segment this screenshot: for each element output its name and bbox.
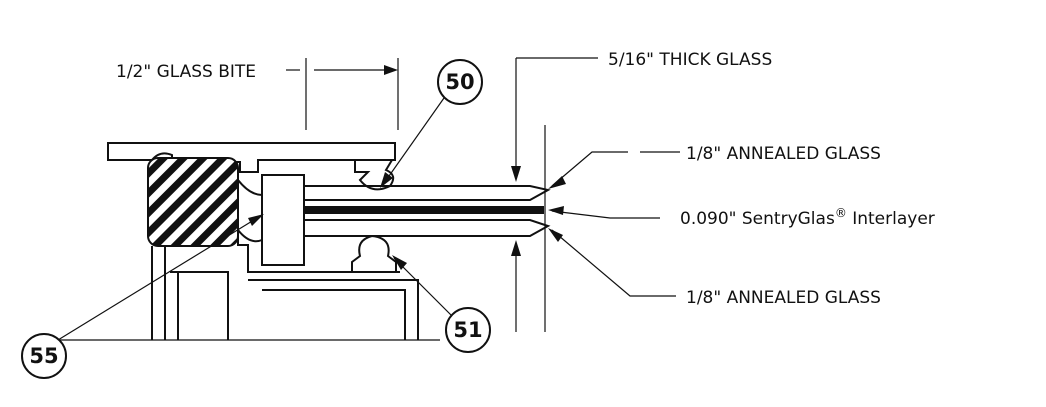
interlayer-leader bbox=[551, 210, 660, 219]
top-glass-pane bbox=[304, 185, 551, 201]
hatched-gasket bbox=[147, 157, 239, 247]
callout-55-number: 55 bbox=[29, 344, 58, 368]
callout-50-leader bbox=[381, 97, 445, 187]
bottom-glass-pane bbox=[304, 219, 551, 237]
callout-55-arrow bbox=[248, 214, 264, 226]
callout-55-leader bbox=[57, 214, 263, 341]
frame-left-wall bbox=[151, 246, 166, 340]
annealed-top-label: 1/8" ANNEALED GLASS bbox=[686, 144, 881, 164]
annealed-bottom-label: 1/8" ANNEALED GLASS bbox=[686, 288, 881, 308]
bottom-gasket bbox=[351, 234, 397, 272]
callout-55-circle bbox=[21, 333, 67, 379]
annealed-top-arrow bbox=[548, 176, 566, 189]
callout-51-number: 51 bbox=[453, 318, 482, 342]
annealed-bottom-arrow bbox=[548, 228, 563, 242]
callout-50-arrow bbox=[380, 172, 393, 188]
annealed-top-leader bbox=[551, 151, 628, 187]
frame-inner-wall bbox=[237, 172, 400, 273]
thickness-arrow-top bbox=[511, 166, 521, 182]
glass-bite-label: 1/2" GLASS BITE bbox=[116, 62, 256, 82]
callout-51-circle bbox=[445, 307, 491, 353]
interlayer-band bbox=[304, 206, 544, 214]
callout-50-circle bbox=[437, 59, 483, 105]
setting-block-spacer bbox=[237, 179, 263, 243]
interlayer-label: 0.090" SentryGlas® Interlayer bbox=[680, 206, 935, 229]
callout-51-leader bbox=[393, 257, 453, 317]
interlayer-arrow bbox=[548, 206, 564, 215]
callout-50-number: 50 bbox=[445, 70, 474, 94]
frame-inner-box bbox=[170, 271, 229, 340]
thickness-arrow-bottom bbox=[511, 240, 521, 256]
glass-bite-arrow-right bbox=[384, 65, 398, 75]
setting-block bbox=[261, 174, 305, 266]
thick-glass-label: 5/16" THICK GLASS bbox=[608, 50, 772, 70]
annealed-bottom-leader bbox=[551, 229, 676, 297]
frame-bottom-tube bbox=[248, 279, 419, 340]
callout-51-arrow bbox=[392, 255, 407, 270]
